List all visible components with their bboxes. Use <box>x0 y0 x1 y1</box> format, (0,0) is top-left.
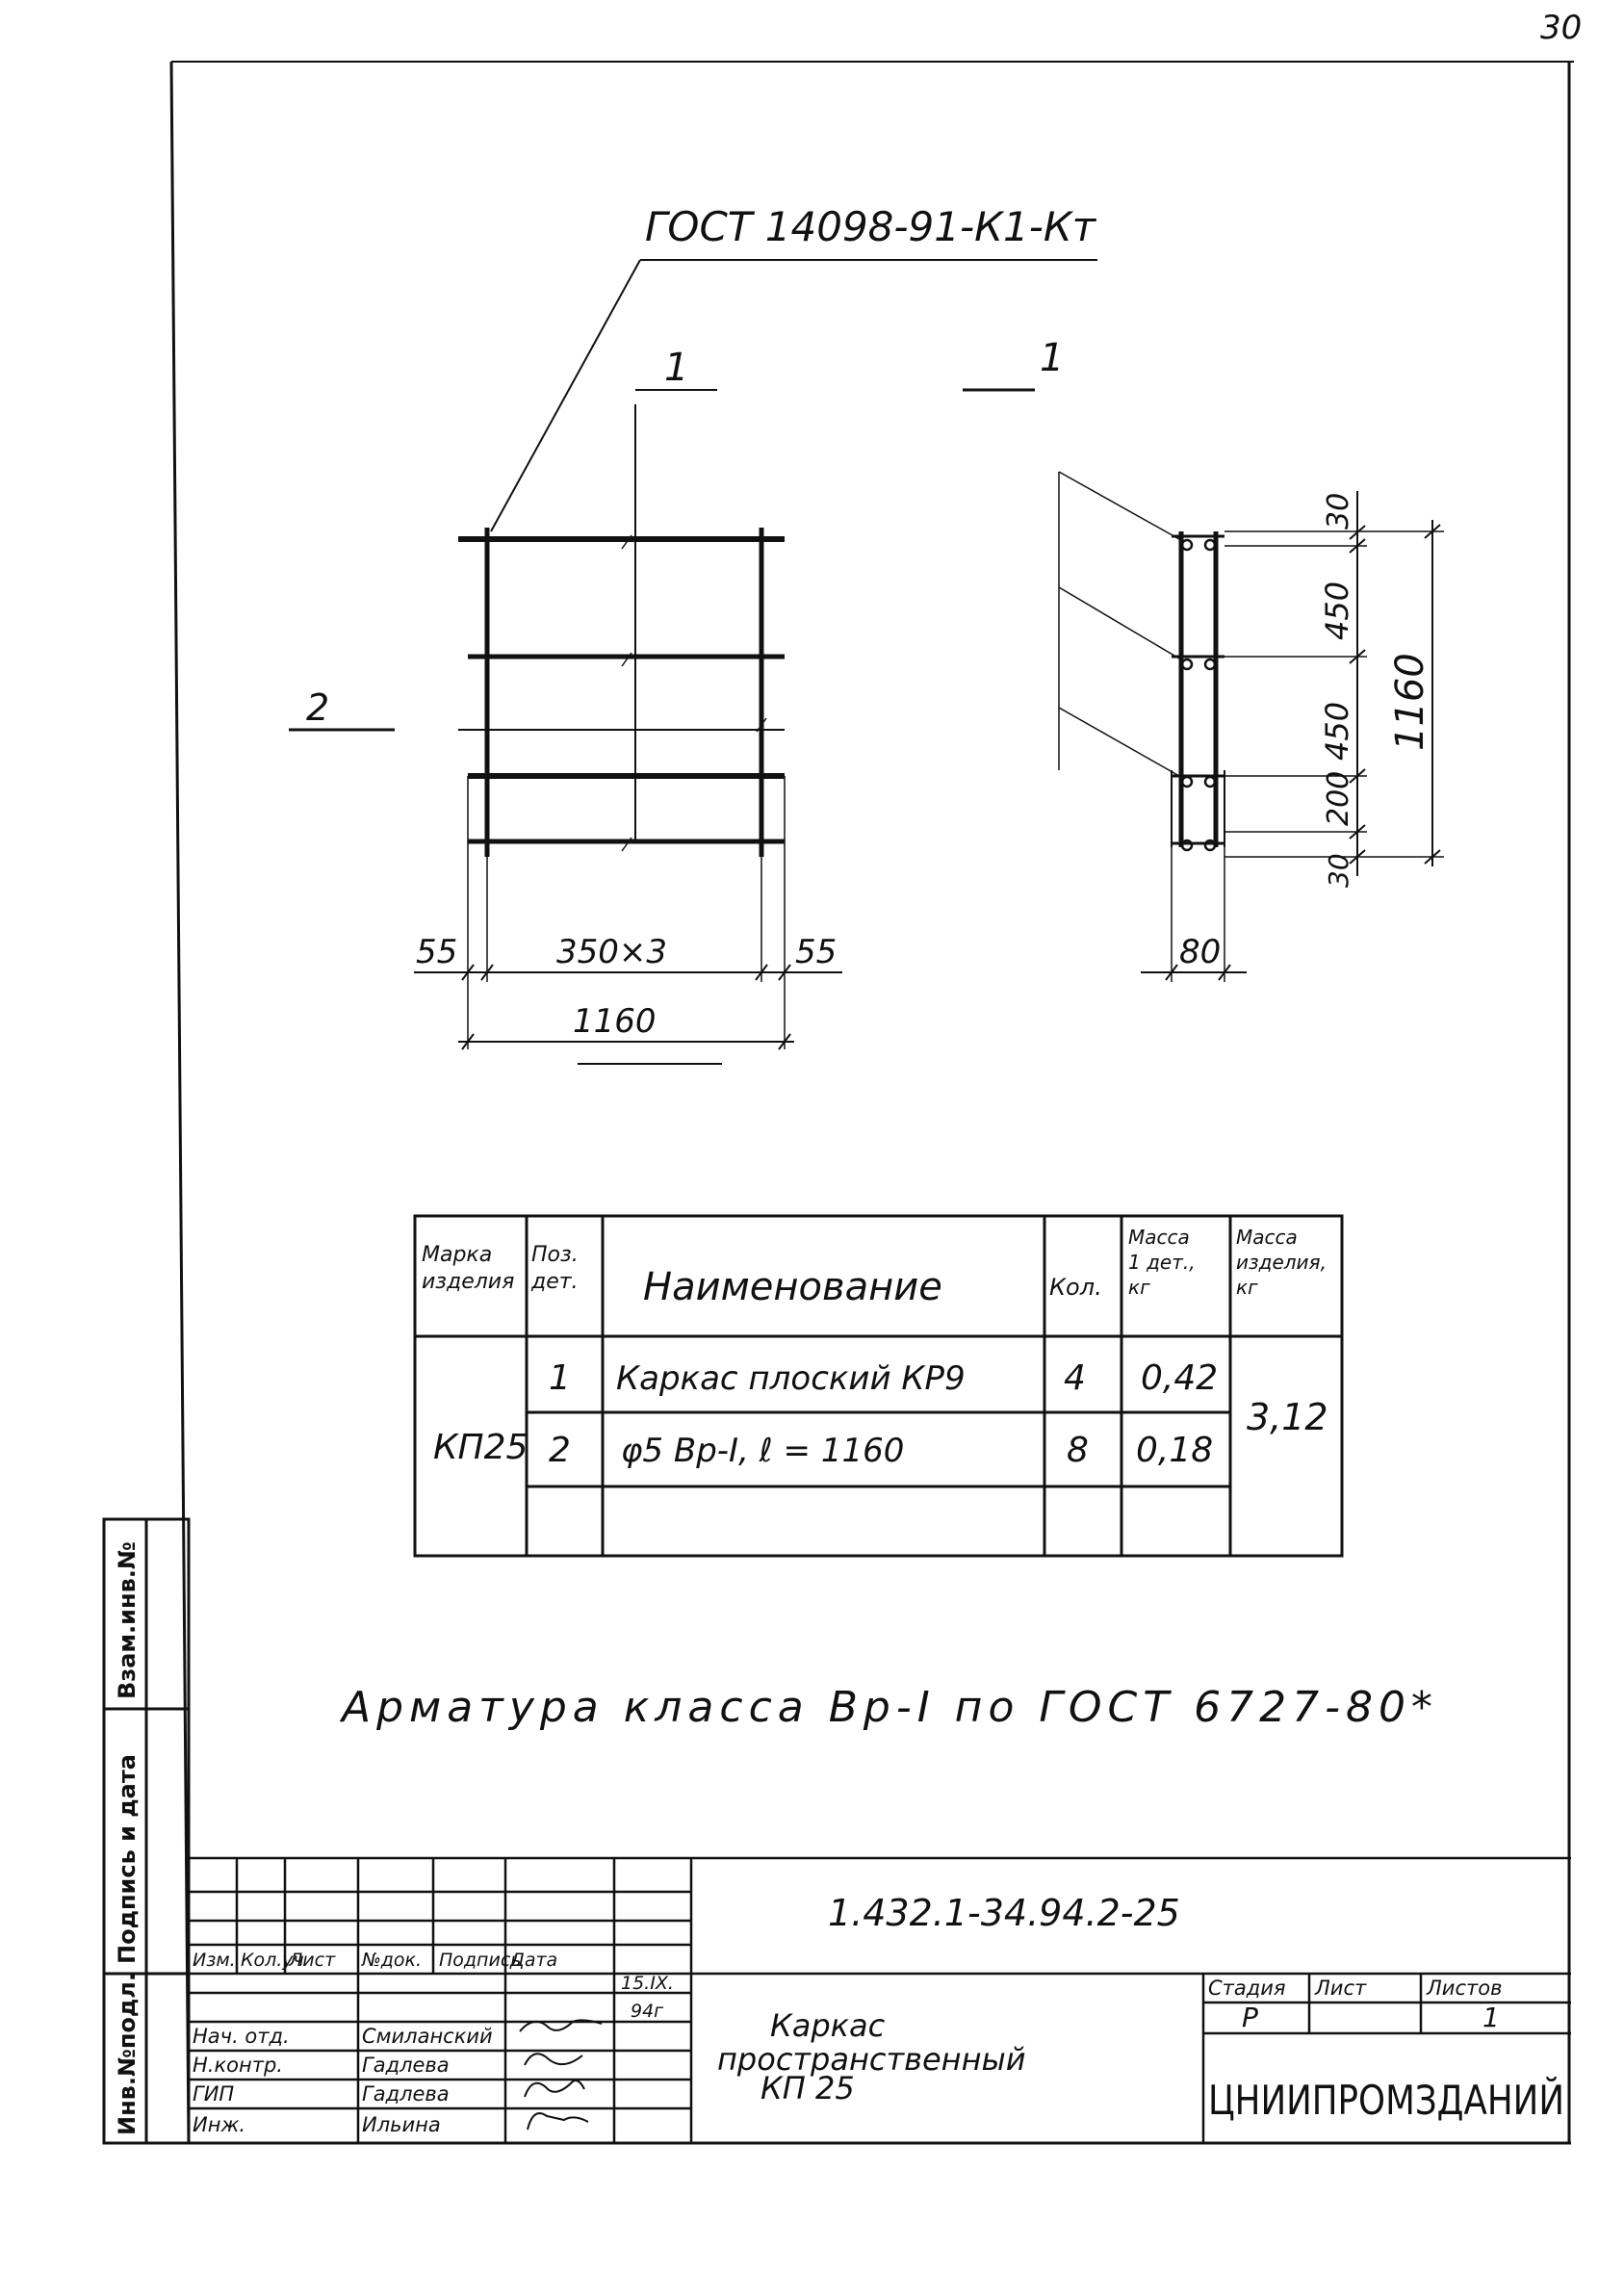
dim-spacing: 350×3 <box>556 933 667 971</box>
spec-table-body: КП25 1 Каркас плоский КР9 4 0,42 2 φ5 Вр… <box>433 1358 1328 1470</box>
stamp-inv-orig: Инв.№подл. <box>114 1973 141 2135</box>
date-line-2: 94г <box>631 2001 664 2022</box>
tb-header-izm: Изм. <box>193 1950 236 1971</box>
front-section-mark: 1 <box>664 346 688 390</box>
title-block-signers: Нач. отд. Смиланский Н.контр. Гадлева ГИ… <box>193 1973 674 2136</box>
dim-middle-span: 450 <box>1319 702 1355 761</box>
dim-depth: 80 <box>1179 933 1221 971</box>
dim-left-offset: 55 <box>416 933 457 971</box>
dim-upper-span: 450 <box>1319 581 1355 640</box>
dim-lower-span: 200 <box>1322 771 1355 826</box>
side-section-mark: 1 <box>1040 336 1064 380</box>
stamp-replaced-inv: Взам.инв.№ <box>114 1541 141 1699</box>
signer-role-1: Нач. отд. <box>193 2025 290 2048</box>
signer-name-4: Ильина <box>362 2113 441 2136</box>
dim-right-offset: 55 <box>795 933 837 971</box>
row-2-name: φ5 Вр-I, ℓ = 1160 <box>621 1432 904 1470</box>
header-qty: Кол. <box>1049 1274 1102 1301</box>
doc-title-line-1: Каркас <box>770 2007 886 2044</box>
signer-name-3: Гадлева <box>362 2082 450 2106</box>
sheets-value: 1 <box>1482 2002 1500 2033</box>
signer-role-2: Н.контр. <box>193 2054 283 2077</box>
title-block-headers: Изм. Кол.уч Лист №док. Подпись Дата <box>193 1950 557 1971</box>
drawing-frame <box>169 61 1574 2145</box>
signatures <box>519 2019 603 2131</box>
dim-total-height: 1160 <box>1388 653 1432 751</box>
stage-value: Р <box>1242 2002 1258 2033</box>
position-mark-2: 2 <box>306 686 329 729</box>
dim-top: 30 <box>1322 493 1355 530</box>
front-view <box>289 389 842 1065</box>
gost-leader <box>490 259 1097 532</box>
doc-title-line-2: пространственный <box>717 2041 1026 2078</box>
row-1-qty: 4 <box>1064 1358 1086 1398</box>
date-line-1: 15.IX. <box>621 1973 674 1994</box>
gost-label: ГОСТ 14098-91-К1-Кт <box>645 203 1097 250</box>
row-1-pos: 1 <box>549 1358 571 1398</box>
page-number: 30 <box>1540 9 1582 47</box>
tb-header-ndok: №док. <box>361 1950 422 1971</box>
signer-name-2: Гадлева <box>362 2054 450 2077</box>
tb-header-date: Дата <box>509 1950 557 1971</box>
side-stamp-labels: Инв.№подл. Подпись и дата Взам.инв.№ <box>114 1541 141 2135</box>
doc-title-line-3: КП 25 <box>760 2070 855 2106</box>
signer-name-1: Смиланский <box>362 2025 493 2048</box>
spec-table-grid <box>413 1214 1344 1558</box>
title-block-grid <box>189 1856 1571 2143</box>
signer-role-3: ГИП <box>193 2082 234 2106</box>
sheet-header: Лист <box>1314 1977 1367 2000</box>
reinforcement-note: Арматура класса Вр-I по ГОСТ 6727-80* <box>339 1683 1438 1732</box>
tb-header-list: Лист <box>288 1950 336 1971</box>
header-pos: Поз.дет. <box>530 1243 579 1294</box>
dim-total-width: 1160 <box>573 1002 657 1041</box>
row-1-mass: 0,42 <box>1141 1358 1218 1398</box>
side-vertical-dims: 30 450 450 200 30 1160 <box>1319 493 1432 888</box>
side-view <box>963 388 1444 982</box>
dim-bottom: 30 <box>1323 853 1354 888</box>
doc-title: Каркас пространственный КП 25 <box>717 2007 1026 2106</box>
row-2-qty: 8 <box>1067 1431 1089 1470</box>
organization-name: ЦНИИПРОМЗДАНИЙ <box>1208 2076 1564 2124</box>
side-stamp-grid <box>102 1517 191 2145</box>
tb-header-sign: Подпись <box>439 1950 521 1971</box>
tb-header-kol: Кол.уч <box>241 1950 304 1971</box>
sheets-header: Листов <box>1426 1977 1502 2000</box>
row-2-mass: 0,18 <box>1136 1431 1213 1470</box>
stamp-sign-date: Подпись и дата <box>114 1754 141 1964</box>
doc-code: 1.432.1-34.94.2-25 <box>828 1892 1180 1934</box>
row-2-pos: 2 <box>549 1431 571 1470</box>
stage-header: Стадия <box>1208 1977 1286 2000</box>
stage-block: Стадия Лист Листов Р 1 <box>1208 1977 1502 2033</box>
signer-role-4: Инж. <box>193 2113 245 2136</box>
header-name: Наименование <box>643 1265 942 1309</box>
row-1-name: Каркас плоский КР9 <box>616 1359 966 1398</box>
product-mark: КП25 <box>433 1428 528 1467</box>
total-mass: 3,12 <box>1247 1396 1328 1438</box>
